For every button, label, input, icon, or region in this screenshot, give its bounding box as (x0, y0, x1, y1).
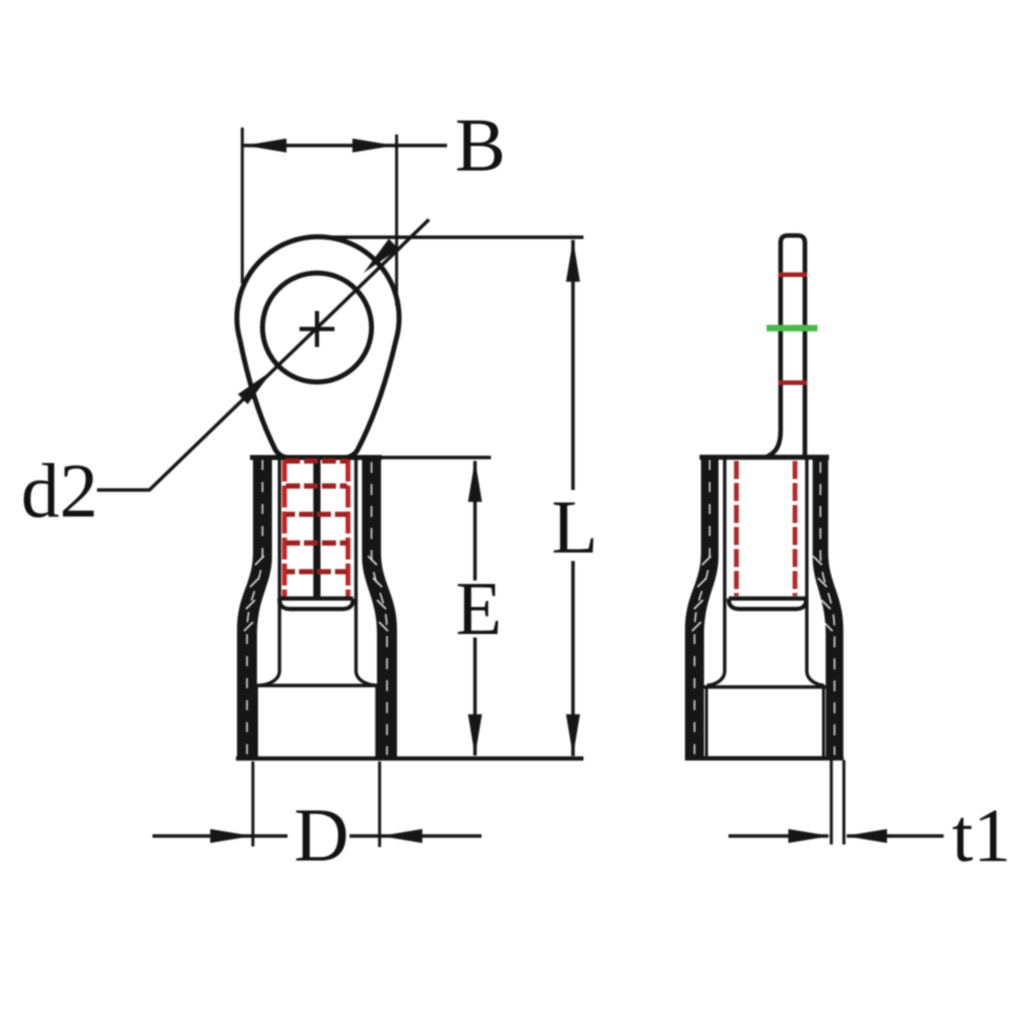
svg-text:d2: d2 (21, 448, 98, 534)
svg-text:D: D (294, 794, 349, 878)
svg-text:E: E (456, 567, 502, 651)
svg-text:t1: t1 (952, 794, 1011, 878)
svg-text:B: B (455, 104, 506, 188)
svg-text:L: L (552, 486, 598, 570)
